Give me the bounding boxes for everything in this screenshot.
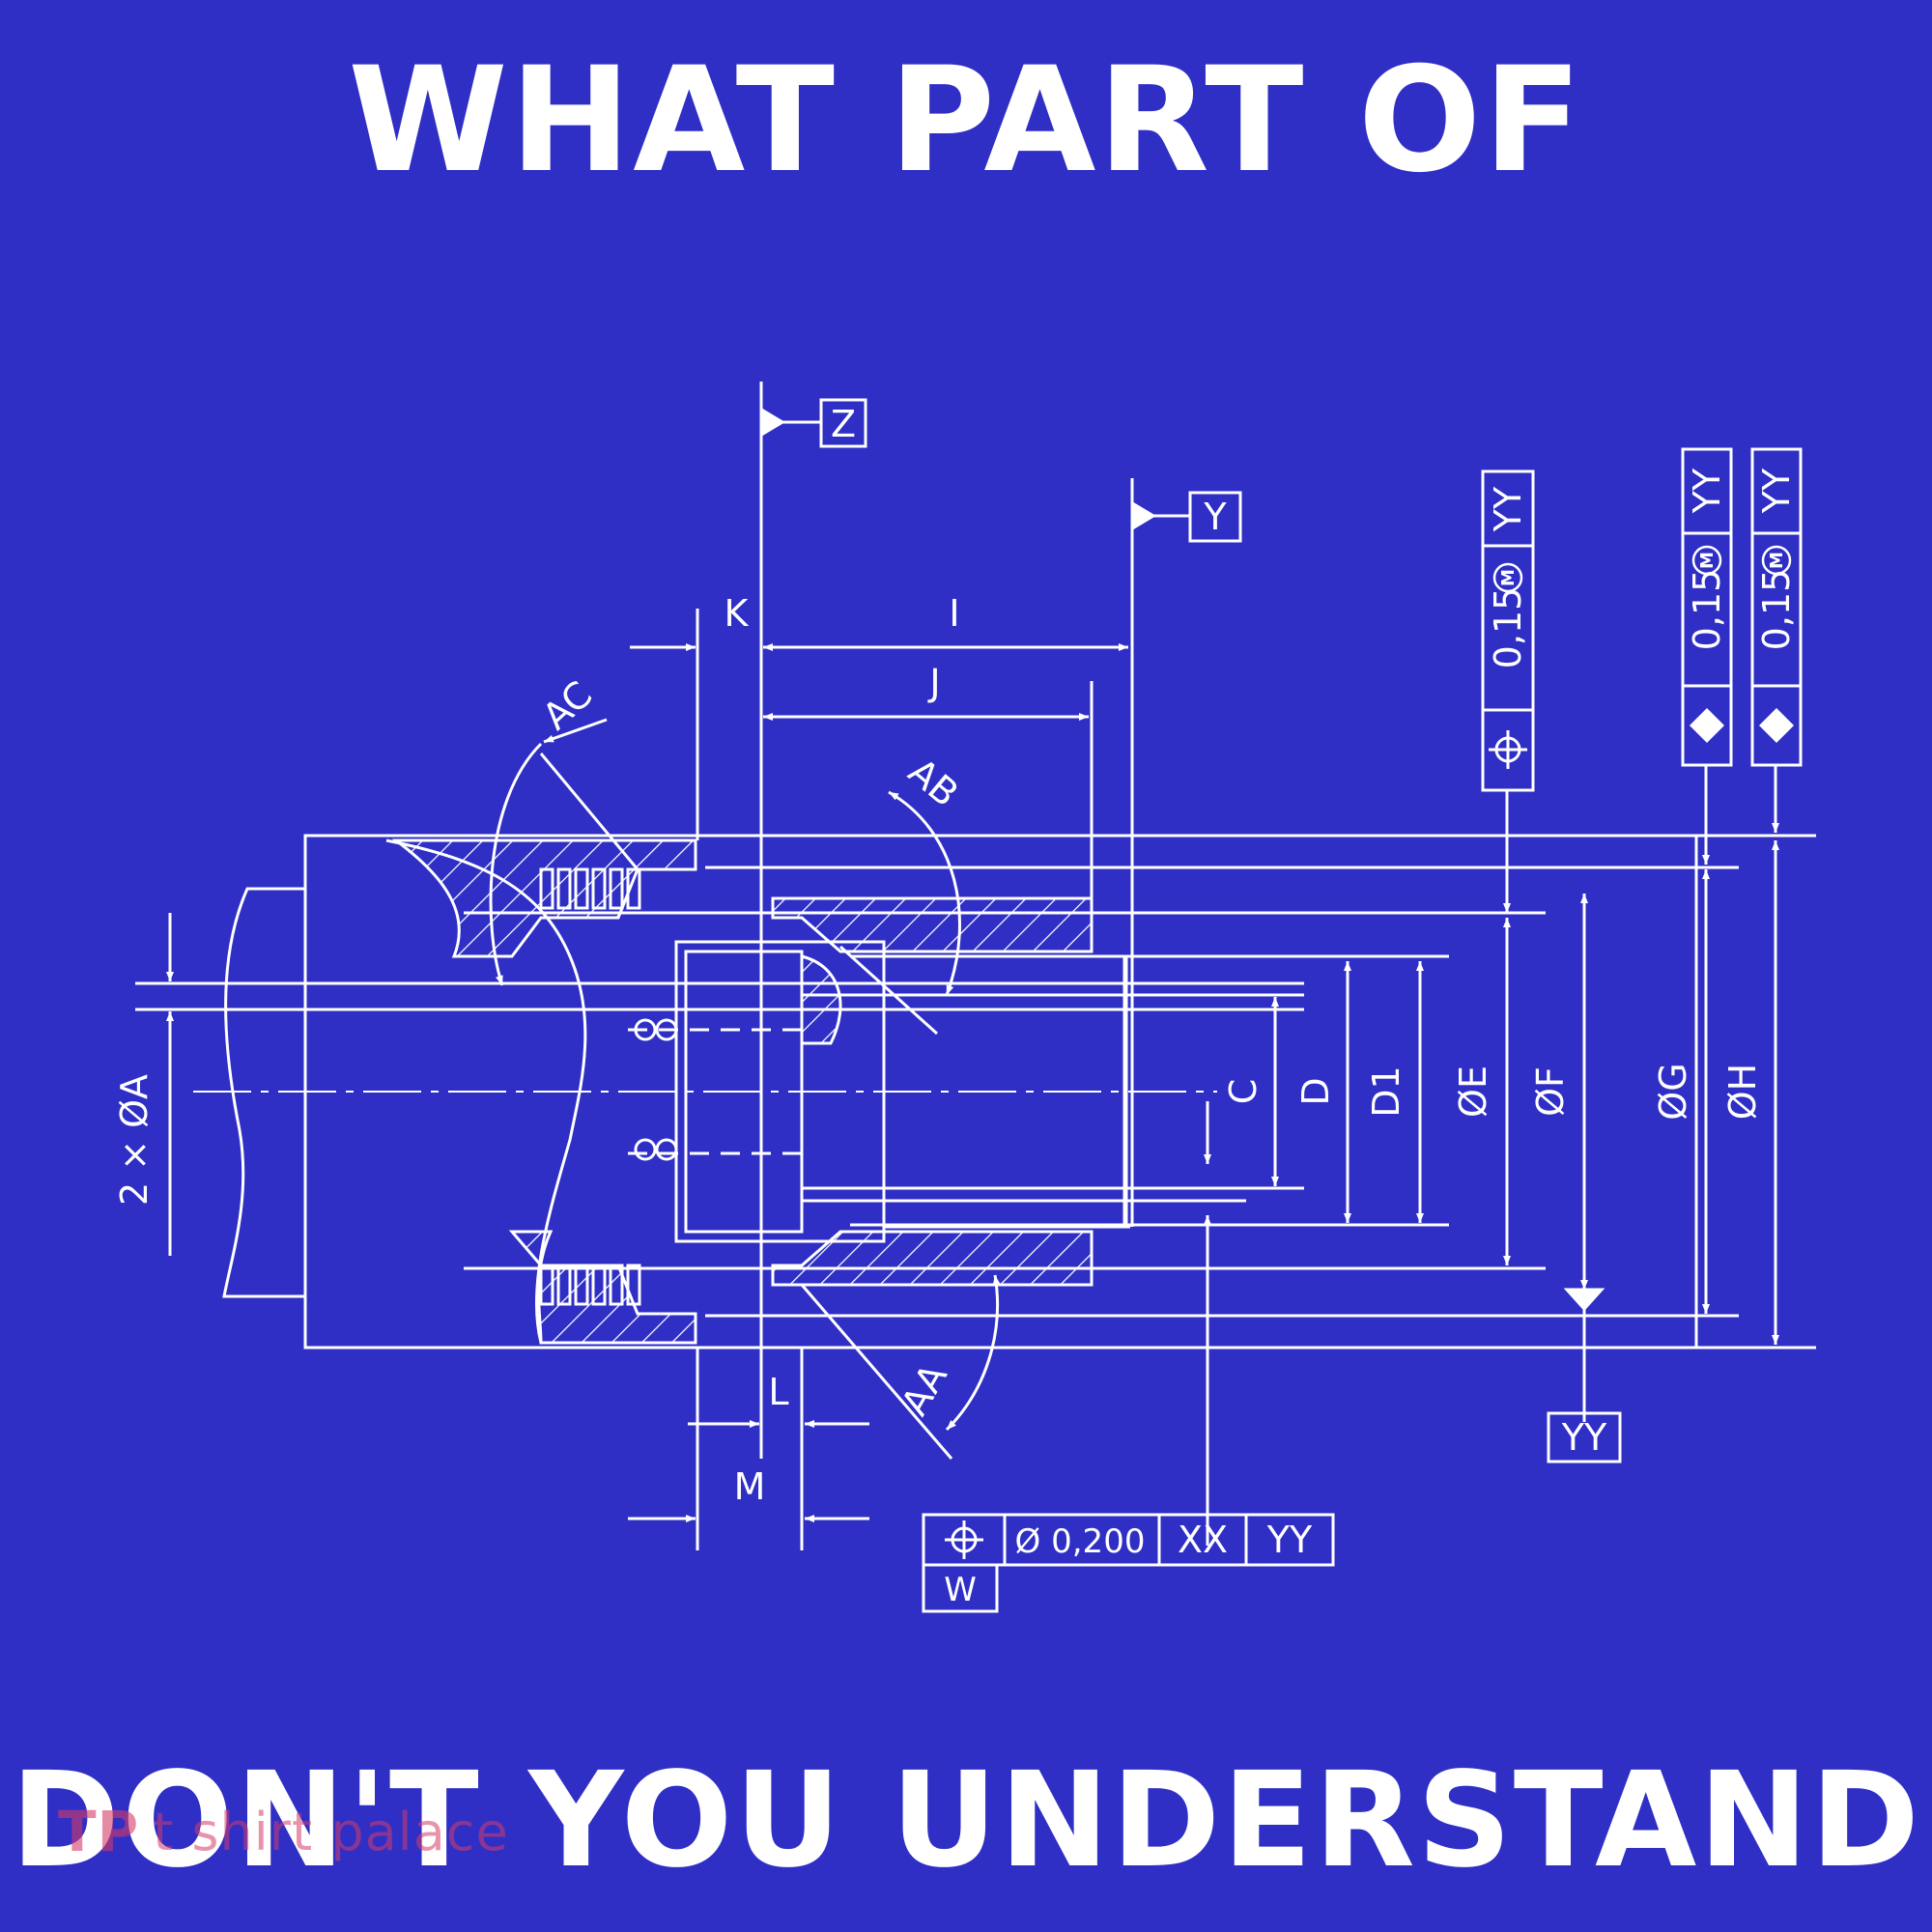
dim-d1: D1 bbox=[1365, 1065, 1407, 1117]
spring-top bbox=[539, 867, 641, 910]
datum-y-label: Y bbox=[1203, 496, 1227, 538]
bushing-outer bbox=[674, 940, 886, 1243]
dim-d: D bbox=[1294, 1077, 1337, 1105]
arc-ab bbox=[888, 790, 961, 996]
hatch-top-sleeve bbox=[771, 896, 1094, 953]
arc-ac bbox=[489, 742, 543, 986]
bottom-headline: DON'T YOU UNDERSTAND bbox=[11, 1745, 1921, 1897]
arc-aa bbox=[945, 1274, 1001, 1432]
bushing-inner bbox=[684, 950, 804, 1234]
datum-y-box bbox=[1188, 491, 1242, 543]
fcf-bottom-w bbox=[922, 1563, 999, 1613]
position-symbol-icon bbox=[1489, 730, 1527, 769]
dim-l: L bbox=[768, 1371, 788, 1413]
fcf-bottom bbox=[922, 1513, 1335, 1567]
datum-yy-label: YY bbox=[1561, 1416, 1607, 1459]
modifier-m-3: M bbox=[1767, 552, 1787, 569]
fcf1-tol: 0,15 bbox=[1487, 587, 1529, 669]
dim-c: C bbox=[1222, 1079, 1264, 1105]
dim-h: ØH bbox=[1721, 1064, 1764, 1120]
fcf-vertical-1 bbox=[1481, 469, 1535, 792]
watermark-logo: TP bbox=[58, 1799, 140, 1864]
fcf3-tol: 0,15 bbox=[1755, 569, 1798, 651]
dim-ab: AB bbox=[900, 750, 966, 814]
break-line bbox=[385, 838, 587, 1344]
bushing-detail bbox=[801, 954, 842, 1045]
dim-m: M bbox=[734, 1465, 766, 1508]
diamond-symbol-icon bbox=[1690, 708, 1724, 743]
fcf2-tol: 0,15 bbox=[1686, 569, 1728, 651]
dim-g: ØG bbox=[1652, 1063, 1694, 1120]
position-symbol-icon bbox=[945, 1520, 983, 1559]
dim-f: ØF bbox=[1529, 1066, 1572, 1117]
dim-k: K bbox=[724, 592, 750, 635]
fcf-vertical-2 bbox=[1681, 447, 1733, 767]
top-headline: WHAT PART OF bbox=[348, 37, 1584, 205]
fcf-bottom-w: W bbox=[944, 1571, 977, 1609]
fcf2-datum: YY bbox=[1686, 468, 1728, 514]
watermark: TP t shirt palace bbox=[58, 1799, 509, 1864]
modifier-m-1: M bbox=[1498, 569, 1519, 586]
datum-z-label: Z bbox=[831, 403, 856, 445]
fcf-bottom-datum1: XX bbox=[1178, 1519, 1228, 1561]
watermark-text: t shirt palace bbox=[153, 1801, 509, 1862]
diamond-symbol-icon bbox=[1759, 708, 1794, 743]
fcf-bottom-tol: Ø 0,200 bbox=[1015, 1522, 1146, 1561]
dim-aa: AA bbox=[893, 1357, 955, 1423]
dim-e: ØE bbox=[1452, 1065, 1494, 1118]
fcf1-datum: YY bbox=[1487, 486, 1529, 532]
left-stub bbox=[222, 887, 305, 1298]
hatch-top-left bbox=[391, 838, 697, 958]
fcf3-datum: YY bbox=[1755, 468, 1798, 514]
datum-yy-box bbox=[1547, 1411, 1622, 1463]
dim-a: 2 × ØA bbox=[113, 1074, 156, 1206]
fcf-bottom-datum2: YY bbox=[1266, 1519, 1313, 1561]
dim-i: I bbox=[949, 592, 959, 635]
datum-z-box bbox=[819, 398, 867, 448]
dim-j: J bbox=[927, 662, 940, 704]
hatch-bottom-sleeve bbox=[771, 1230, 1094, 1287]
spring-bottom bbox=[539, 1264, 641, 1306]
dim-ac: AC bbox=[534, 673, 600, 738]
fcf-vertical-3 bbox=[1750, 447, 1803, 767]
modifier-m-2: M bbox=[1697, 552, 1718, 569]
